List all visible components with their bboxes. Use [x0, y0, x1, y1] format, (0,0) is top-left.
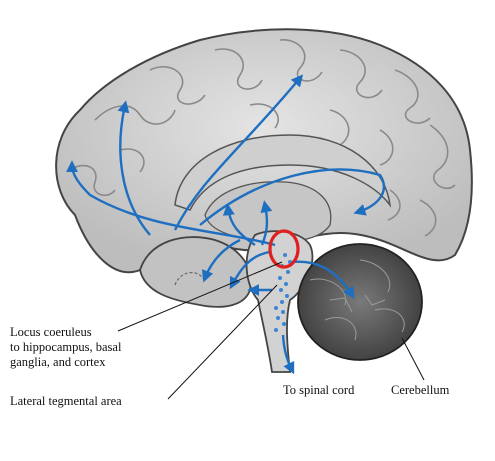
- label-spinal-cord: To spinal cord: [283, 383, 354, 398]
- cerebellum: [298, 244, 422, 360]
- label-cerebellum: Cerebellum: [391, 383, 449, 398]
- label-locus-coeruleus-line-2: to hippocampus, basal: [10, 340, 121, 355]
- label-locus-coeruleus-line-1: Locus coeruleus: [10, 325, 121, 340]
- label-locus-coeruleus: Locus coeruleus to hippocampus, basal ga…: [10, 325, 121, 370]
- label-locus-coeruleus-line-3: ganglia, and cortex: [10, 355, 121, 370]
- label-lateral-tegmental-area: Lateral tegmental area: [10, 394, 122, 409]
